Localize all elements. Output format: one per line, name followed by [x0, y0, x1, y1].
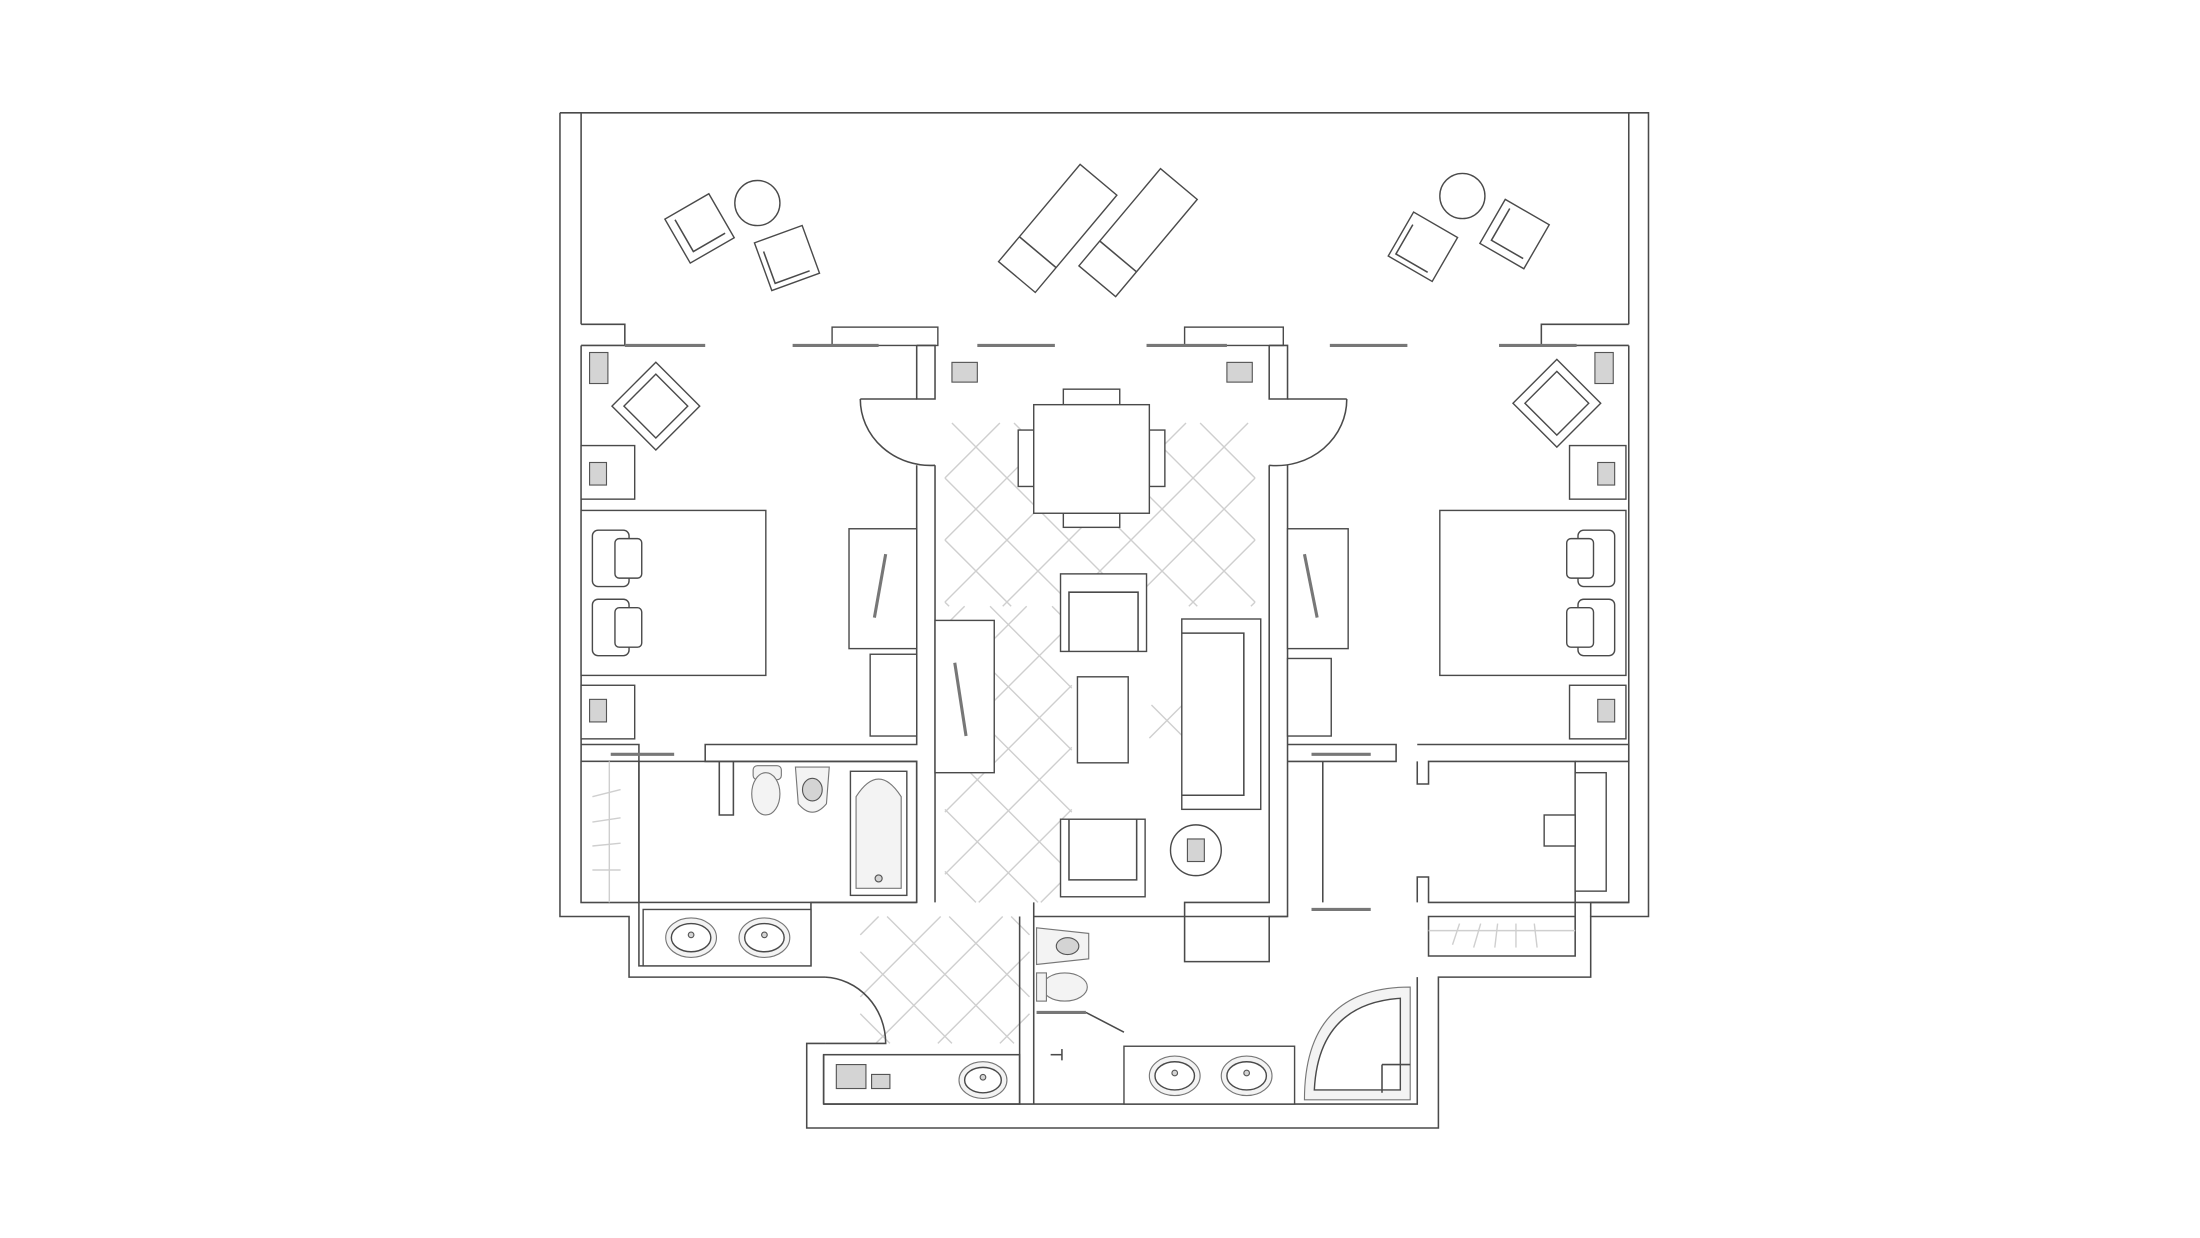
sink-icon [1148, 1055, 1201, 1097]
tile-line [944, 746, 1073, 875]
armchair-icon [1478, 198, 1551, 270]
closet [580, 760, 640, 904]
armchair-icon [663, 192, 736, 265]
wardrobe-icon [848, 528, 918, 650]
tile-line [944, 477, 1074, 607]
tile-line [944, 808, 1039, 903]
nightstand-icon [1568, 444, 1627, 500]
armchair-icon [1059, 818, 1146, 898]
tile-line [1148, 704, 1183, 739]
grey-square [1594, 351, 1614, 385]
armchair-icon [1387, 211, 1459, 283]
tile-line [944, 870, 977, 903]
bidet-icon [1035, 927, 1090, 966]
sun-lounger-icon [997, 163, 1118, 294]
grey-square [589, 351, 609, 385]
right-bedroom [1286, 351, 1627, 948]
terrace-wall [581, 323, 1629, 348]
bed-icon [1439, 509, 1627, 677]
left-bathroom [638, 760, 918, 967]
tile-line [944, 684, 1073, 813]
living-area [934, 361, 1262, 898]
tile-line [944, 601, 950, 607]
tile-line [989, 605, 1073, 689]
door-swing-icon [825, 976, 887, 1045]
round-table-icon [734, 179, 781, 227]
toilet-icon [751, 765, 782, 816]
armchair-icon [753, 224, 821, 292]
door-swing-icon [859, 398, 936, 467]
tile-line [1126, 477, 1256, 607]
coffee-table-icon [1076, 676, 1129, 764]
tile-line [886, 916, 1015, 1044]
tile-line [978, 808, 1073, 903]
tile-line [859, 916, 880, 936]
powder-room [822, 1053, 1021, 1105]
tile-line [937, 951, 1030, 1044]
corner-bathtub-icon [1303, 986, 1411, 1101]
tile-line [944, 422, 1001, 479]
sofa-icon [1181, 618, 1262, 811]
main-bathroom [1035, 927, 1411, 1105]
tile-line [875, 916, 1004, 1044]
toilet-icon [1035, 972, 1088, 1002]
tile-pattern [859, 422, 1256, 1044]
tile-line [944, 539, 1012, 607]
nightstand-icon [580, 684, 636, 740]
cabinet [869, 653, 918, 737]
tile-line [1150, 704, 1186, 739]
nightstand-icon [580, 444, 636, 500]
tile-line [859, 916, 942, 998]
armchair-icon [1511, 358, 1602, 449]
tile-line [1188, 539, 1256, 607]
tile-line [1199, 422, 1256, 479]
door-swing-icon [1269, 398, 1348, 467]
tv-cabinet [934, 619, 995, 774]
walk-in-closet [1428, 771, 1607, 948]
bidet-icon [794, 766, 830, 813]
bed-icon [580, 509, 767, 677]
tile-line [948, 916, 1030, 998]
sink-icon [958, 1061, 1008, 1099]
dining-table-icon [1017, 388, 1166, 529]
tile-line [859, 951, 953, 1044]
tile-line [1250, 601, 1256, 607]
door-swings [825, 398, 1348, 1045]
bathtub-icon [849, 770, 908, 897]
armchair-icon [610, 361, 701, 451]
tile-line [999, 1013, 1030, 1044]
terrace-furniture [663, 163, 1551, 298]
grey-square [1226, 361, 1253, 383]
sink-icon [1220, 1055, 1273, 1097]
round-table-icon [1439, 172, 1486, 220]
nightstand-icon [1568, 684, 1627, 740]
sink-icon [665, 917, 718, 958]
wardrobe-icon [1286, 528, 1349, 650]
sun-lounger-icon [1077, 167, 1199, 298]
side-table [1169, 824, 1222, 877]
armchair-icon [1059, 573, 1148, 653]
grey-square [951, 361, 978, 383]
sink-icon [738, 917, 791, 958]
left-bedroom [580, 351, 918, 904]
cabinet [1286, 657, 1332, 737]
